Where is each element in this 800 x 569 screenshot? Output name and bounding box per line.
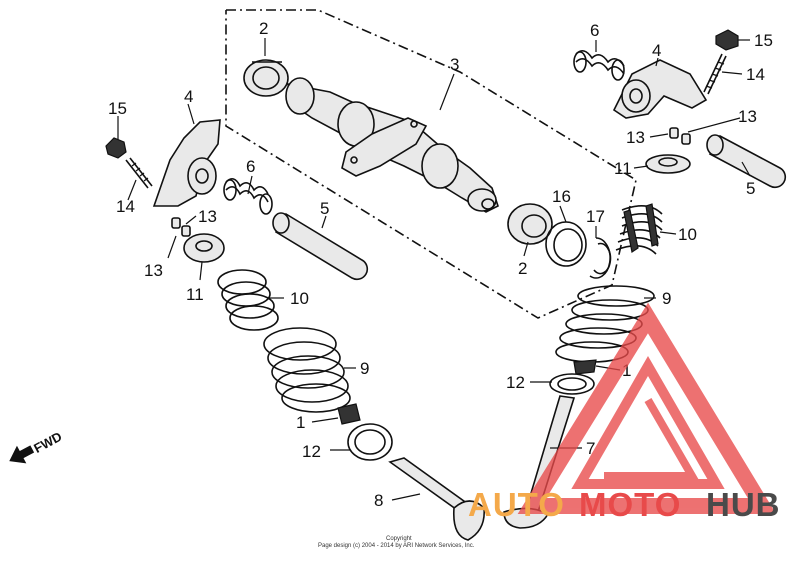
label-camshaft: 3	[450, 55, 459, 74]
label-inner-spring-left: 9	[360, 359, 369, 378]
watermark-text-hub: HUB	[706, 486, 781, 523]
adjust-screw-right-icon	[703, 53, 727, 95]
adjust-nut-left-icon	[105, 137, 127, 159]
label-retainer-left: 11	[186, 285, 204, 304]
retainer-left-icon	[183, 233, 225, 263]
label-adjust-nut-right: 15	[754, 31, 773, 50]
seat-right-icon	[549, 373, 595, 395]
camshaft-icon	[285, 77, 499, 213]
label-retainer-right: 11	[614, 159, 632, 178]
label-adjust-screw-left: 14	[116, 197, 135, 216]
pin-left-icons	[171, 217, 191, 237]
label-outer-spring-left: 10	[290, 289, 309, 308]
label-spring-left: 6	[246, 157, 255, 176]
leader-lines	[117, 38, 751, 501]
pin-right-icons	[669, 127, 691, 145]
spring-right-top-icon	[573, 50, 625, 81]
valve-left-icon	[388, 457, 485, 541]
watermark-logo	[517, 302, 777, 514]
oil-seal-icon	[545, 221, 587, 267]
cam-bearing-bottom-icon	[507, 203, 553, 245]
rocker-arm-right-icon	[612, 59, 708, 119]
label-cotter-left: 1	[296, 413, 305, 432]
inner-spring-left-icon	[263, 327, 351, 413]
adjust-screw-left-icon	[125, 157, 153, 189]
label-seat-left: 12	[302, 442, 321, 461]
rocker-shaft-left-icon	[272, 212, 369, 281]
label-spring-right-top: 6	[590, 21, 599, 40]
watermark-triangle-icon	[517, 302, 777, 514]
label-seat-right: 12	[506, 373, 525, 392]
label-cotter-right: 1	[622, 361, 631, 380]
rocker-arm-left-icon	[152, 119, 221, 207]
outer-spring-right-icon	[615, 203, 663, 255]
adjust-nut-right-icon	[715, 29, 739, 51]
spring-left-icon	[223, 178, 273, 215]
label-rocker-shaft-left: 5	[320, 199, 329, 218]
fwd-label: FWD	[31, 429, 64, 456]
label-pin-left-a: 13	[198, 207, 217, 226]
watermark-text-auto: AUTO	[468, 486, 565, 523]
label-adjust-nut-left: 15	[108, 99, 127, 118]
callout-numbers: 2 3 6 4 15 14 13 13 11 5 10 16 17 2 9 1 …	[108, 19, 773, 510]
seat-left-icon	[347, 423, 393, 461]
outer-spring-left-icon	[217, 269, 279, 331]
cam-bearing-top-icon	[243, 59, 289, 97]
label-oil-seal: 16	[552, 187, 571, 206]
label-circlip: 17	[586, 207, 605, 226]
label-valve-right: 7	[586, 439, 595, 458]
label-pin-left-b: 13	[144, 261, 163, 280]
copyright-line1: Copyright	[386, 536, 412, 542]
label-adjust-screw-right: 14	[746, 65, 765, 84]
label-cam-bearing-top: 2	[259, 19, 268, 38]
cotter-right-icon	[573, 359, 597, 375]
rocker-shaft-right-icon	[706, 134, 787, 189]
label-pin-right-a: 13	[738, 107, 757, 126]
cotter-left-icon	[337, 403, 361, 425]
copyright-line2: Page design (c) 2004 - 2014 by ARI Netwo…	[318, 543, 475, 549]
watermark-text-moto: MOTO	[579, 486, 681, 523]
circlip-icon	[589, 237, 612, 279]
label-rocker-shaft-right: 5	[746, 179, 755, 198]
retainer-right-icon	[645, 154, 691, 174]
label-pin-right-b: 13	[626, 128, 645, 147]
label-outer-spring-right: 10	[678, 225, 697, 244]
label-rocker-arm-right: 4	[652, 41, 661, 60]
label-cam-bearing-bottom: 2	[518, 259, 527, 278]
label-valve-left: 8	[374, 491, 383, 510]
label-rocker-arm-left: 4	[184, 87, 193, 106]
watermark-wordmark: AUTO MOTO HUB	[468, 486, 781, 523]
label-inner-spring-right: 9	[662, 289, 671, 308]
fwd-arrow-icon: FWD	[9, 429, 64, 464]
